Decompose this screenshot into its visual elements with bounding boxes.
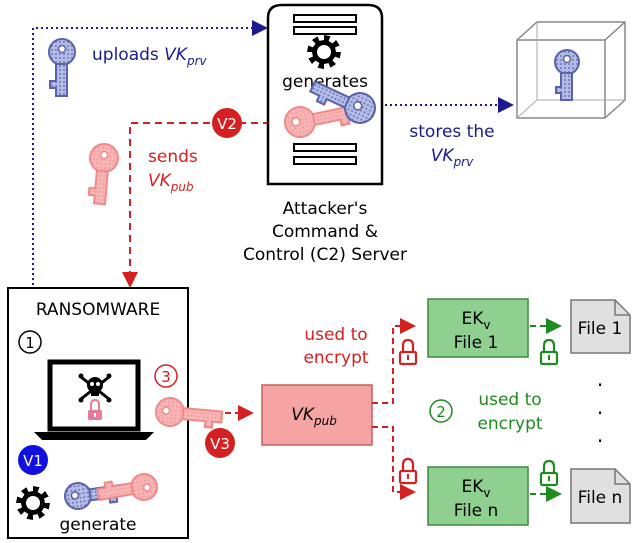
ek-box-1-var: EKv bbox=[462, 309, 491, 332]
key-icon bbox=[309, 80, 376, 124]
skull-icon bbox=[78, 373, 112, 403]
encrypt-ek1-edge bbox=[372, 318, 416, 404]
used-to-encrypt-green-line-1: used to bbox=[478, 390, 541, 410]
vkpub-box bbox=[261, 384, 373, 446]
lock-icon bbox=[88, 398, 102, 420]
ek-box-1 bbox=[427, 298, 529, 358]
file-icon bbox=[570, 299, 631, 354]
encrypt-ekn-edge bbox=[372, 426, 416, 500]
svg-text:1: 1 bbox=[25, 334, 35, 352]
used-to-encrypt-red-line-1: used to bbox=[304, 325, 367, 345]
lock-icon bbox=[398, 338, 418, 366]
sends-label-line-1: sends bbox=[148, 147, 198, 167]
gear-icon bbox=[16, 486, 50, 520]
key-icon bbox=[48, 38, 76, 97]
ek-box-1-file: File 1 bbox=[454, 333, 499, 353]
ellipsis-dot: . bbox=[597, 367, 603, 391]
svg-text:V1: V1 bbox=[23, 452, 43, 470]
step-2: 2 bbox=[429, 399, 453, 423]
server-caption-line-2: Command & bbox=[272, 222, 378, 242]
badge-v3: V3 bbox=[205, 428, 235, 458]
uploads-label: uploads VKprv bbox=[92, 45, 208, 68]
used-to-encrypt-green-line-2: encrypt bbox=[477, 414, 542, 434]
file-n-label: File n bbox=[578, 488, 623, 508]
step-3: 3 bbox=[154, 364, 178, 388]
vkpub-box-label: VKpub bbox=[291, 405, 337, 428]
server-caption-line-1: Attacker's bbox=[283, 199, 368, 219]
svg-text:V3: V3 bbox=[210, 435, 230, 453]
svg-text:3: 3 bbox=[161, 368, 171, 386]
safe-box-icon bbox=[516, 21, 626, 119]
file-icon bbox=[570, 468, 631, 524]
badge-v1: V1 bbox=[18, 445, 48, 475]
lock-icon bbox=[539, 338, 559, 366]
ek-box-n-var: EKv bbox=[462, 477, 491, 500]
generates-label: generates bbox=[282, 72, 368, 92]
ellipsis-dot: . bbox=[597, 395, 603, 419]
ellipsis-dot: . bbox=[597, 423, 603, 447]
file-1-label: File 1 bbox=[578, 319, 623, 339]
key-icon bbox=[96, 473, 158, 502]
stores-label-line-1: stores the bbox=[409, 122, 494, 142]
key-icon bbox=[155, 397, 224, 429]
generate-label: generate bbox=[59, 515, 136, 535]
server-caption-line-3: Control (C2) Server bbox=[243, 245, 407, 265]
ransomware-title: RANSOMWARE bbox=[36, 300, 160, 320]
lock-icon bbox=[539, 459, 559, 487]
ek-box-n-file: File n bbox=[454, 501, 499, 521]
key-icon bbox=[87, 143, 119, 206]
gear-icon bbox=[307, 35, 341, 69]
uploads-edge bbox=[32, 20, 268, 470]
ek-box-n bbox=[427, 466, 529, 526]
svg-text:V2: V2 bbox=[217, 115, 237, 133]
badge-v2: V2 bbox=[212, 108, 242, 138]
step-1: 1 bbox=[18, 330, 42, 354]
used-to-encrypt-red-line-2: encrypt bbox=[303, 348, 368, 368]
sends-label-line-2: VKpub bbox=[148, 171, 194, 194]
stores-label-line-2: VKprv bbox=[431, 146, 474, 169]
lock-icon bbox=[398, 457, 418, 485]
svg-text:2: 2 bbox=[436, 403, 446, 421]
